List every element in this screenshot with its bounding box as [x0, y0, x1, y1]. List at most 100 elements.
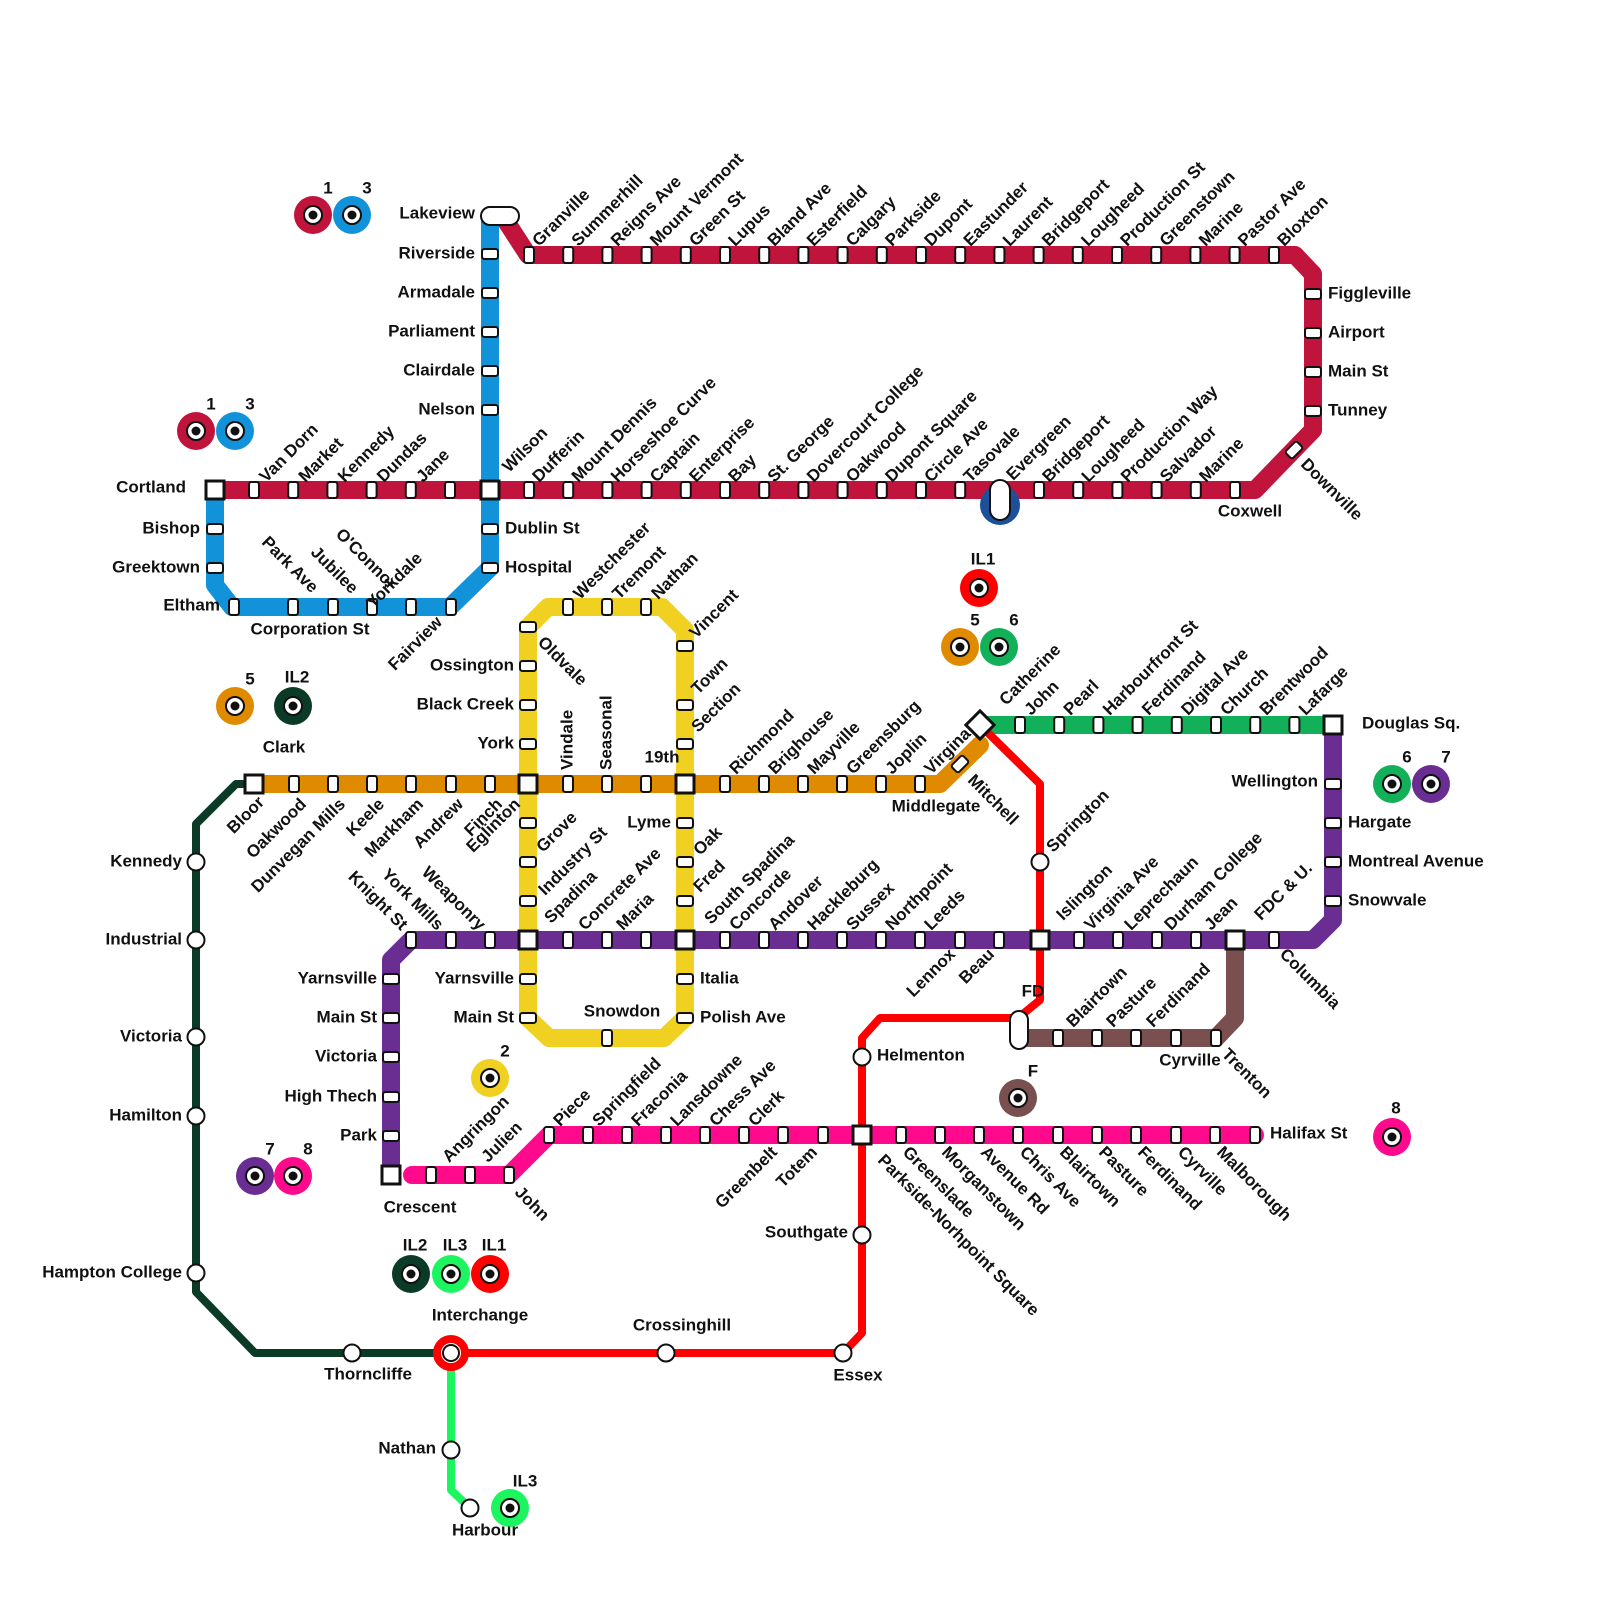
- station-tick[interactable]: [1053, 1030, 1063, 1046]
- station-tick[interactable]: [367, 776, 377, 792]
- station-tick[interactable]: [1305, 328, 1321, 338]
- station-tick[interactable]: [681, 482, 691, 498]
- station-tick[interactable]: [1074, 932, 1084, 948]
- station-fd[interactable]: [1010, 1011, 1028, 1049]
- station-tick[interactable]: [955, 932, 965, 948]
- station-evergreen[interactable]: [990, 480, 1010, 520]
- station-lakeview[interactable]: [481, 207, 519, 225]
- station-tick[interactable]: [641, 776, 651, 792]
- station-tick[interactable]: [1250, 1127, 1260, 1143]
- station-tick[interactable]: [677, 857, 693, 867]
- station-tick[interactable]: [994, 247, 1004, 263]
- station-tick[interactable]: [798, 776, 808, 792]
- station-tick[interactable]: [1131, 1030, 1141, 1046]
- station-tick[interactable]: [446, 932, 456, 948]
- interchange-station[interactable]: [519, 931, 537, 949]
- station-tick[interactable]: [328, 599, 338, 615]
- station-tick[interactable]: [520, 857, 536, 867]
- station-tick[interactable]: [1112, 482, 1122, 498]
- station-tick[interactable]: [837, 932, 847, 948]
- station-tick[interactable]: [720, 247, 730, 263]
- station-tick[interactable]: [482, 524, 498, 534]
- station-tick[interactable]: [482, 327, 498, 337]
- station-tick[interactable]: [563, 599, 573, 615]
- station-tick[interactable]: [759, 776, 769, 792]
- station-tick[interactable]: [798, 932, 808, 948]
- station-tick[interactable]: [445, 482, 455, 498]
- station-circle[interactable]: [443, 1442, 460, 1459]
- interchange-station[interactable]: [853, 1126, 871, 1144]
- station-tick[interactable]: [524, 482, 534, 498]
- interchange-station[interactable]: [676, 775, 694, 793]
- station-tick[interactable]: [915, 776, 925, 792]
- station-tick[interactable]: [544, 1127, 554, 1143]
- station-tick[interactable]: [818, 1127, 828, 1143]
- station-tick[interactable]: [642, 482, 652, 498]
- station-tick[interactable]: [207, 563, 223, 573]
- station-tick[interactable]: [739, 1127, 749, 1143]
- interchange-station[interactable]: [1226, 931, 1244, 949]
- station-tick[interactable]: [955, 482, 965, 498]
- station-tick[interactable]: [446, 776, 456, 792]
- station-tick[interactable]: [681, 247, 691, 263]
- station-circle[interactable]: [188, 932, 205, 949]
- station-tick[interactable]: [485, 776, 495, 792]
- station-tick[interactable]: [876, 932, 886, 948]
- station-tick[interactable]: [406, 599, 416, 615]
- station-tick[interactable]: [759, 932, 769, 948]
- station-tick[interactable]: [1269, 932, 1279, 948]
- station-tick[interactable]: [520, 700, 536, 710]
- station-tick[interactable]: [1325, 818, 1341, 828]
- station-tick[interactable]: [1015, 717, 1025, 733]
- station-tick[interactable]: [677, 700, 693, 710]
- station-tick[interactable]: [1191, 932, 1201, 948]
- station-tick[interactable]: [916, 247, 926, 263]
- station-tick[interactable]: [563, 482, 573, 498]
- station-tick[interactable]: [1092, 1030, 1102, 1046]
- station-tick[interactable]: [1325, 857, 1341, 867]
- station-tick[interactable]: [602, 1030, 612, 1046]
- station-tick[interactable]: [677, 896, 693, 906]
- interchange-station[interactable]: [676, 931, 694, 949]
- station-tick[interactable]: [406, 776, 416, 792]
- station-circle[interactable]: [188, 1029, 205, 1046]
- interchange-station[interactable]: [1031, 931, 1049, 949]
- interchange-station[interactable]: [382, 1166, 400, 1184]
- station-tick[interactable]: [877, 247, 887, 263]
- station-tick[interactable]: [327, 482, 337, 498]
- station-tick[interactable]: [504, 1167, 514, 1183]
- station-tick[interactable]: [520, 818, 536, 828]
- station-tick[interactable]: [1230, 247, 1240, 263]
- station-tick[interactable]: [207, 524, 223, 534]
- interchange-station[interactable]: [519, 775, 537, 793]
- station-tick[interactable]: [383, 1092, 399, 1102]
- station-tick[interactable]: [583, 1127, 593, 1143]
- station-tick[interactable]: [1131, 1127, 1141, 1143]
- station-tick[interactable]: [383, 974, 399, 984]
- station-tick[interactable]: [520, 1013, 536, 1023]
- station-tick[interactable]: [1054, 717, 1064, 733]
- station-tick[interactable]: [1093, 717, 1103, 733]
- station-tick[interactable]: [465, 1167, 475, 1183]
- station-tick[interactable]: [563, 247, 573, 263]
- station-tick[interactable]: [482, 563, 498, 573]
- station-tick[interactable]: [1211, 1030, 1221, 1046]
- station-tick[interactable]: [1172, 717, 1182, 733]
- station-tick[interactable]: [602, 247, 612, 263]
- station-tick[interactable]: [520, 974, 536, 984]
- station-tick[interactable]: [1152, 482, 1162, 498]
- station-tick[interactable]: [759, 482, 769, 498]
- station-tick[interactable]: [520, 739, 536, 749]
- station-tick[interactable]: [720, 932, 730, 948]
- interchange-station[interactable]: [481, 481, 499, 499]
- station-tick[interactable]: [1305, 406, 1321, 416]
- station-tick[interactable]: [1073, 482, 1083, 498]
- station-tick[interactable]: [798, 247, 808, 263]
- station-tick[interactable]: [602, 932, 612, 948]
- station-tick[interactable]: [229, 599, 239, 615]
- interchange-station[interactable]: [206, 481, 224, 499]
- station-circle[interactable]: [462, 1500, 479, 1517]
- station-tick[interactable]: [677, 1013, 693, 1023]
- station-tick[interactable]: [1269, 247, 1279, 263]
- station-tick[interactable]: [778, 1127, 788, 1143]
